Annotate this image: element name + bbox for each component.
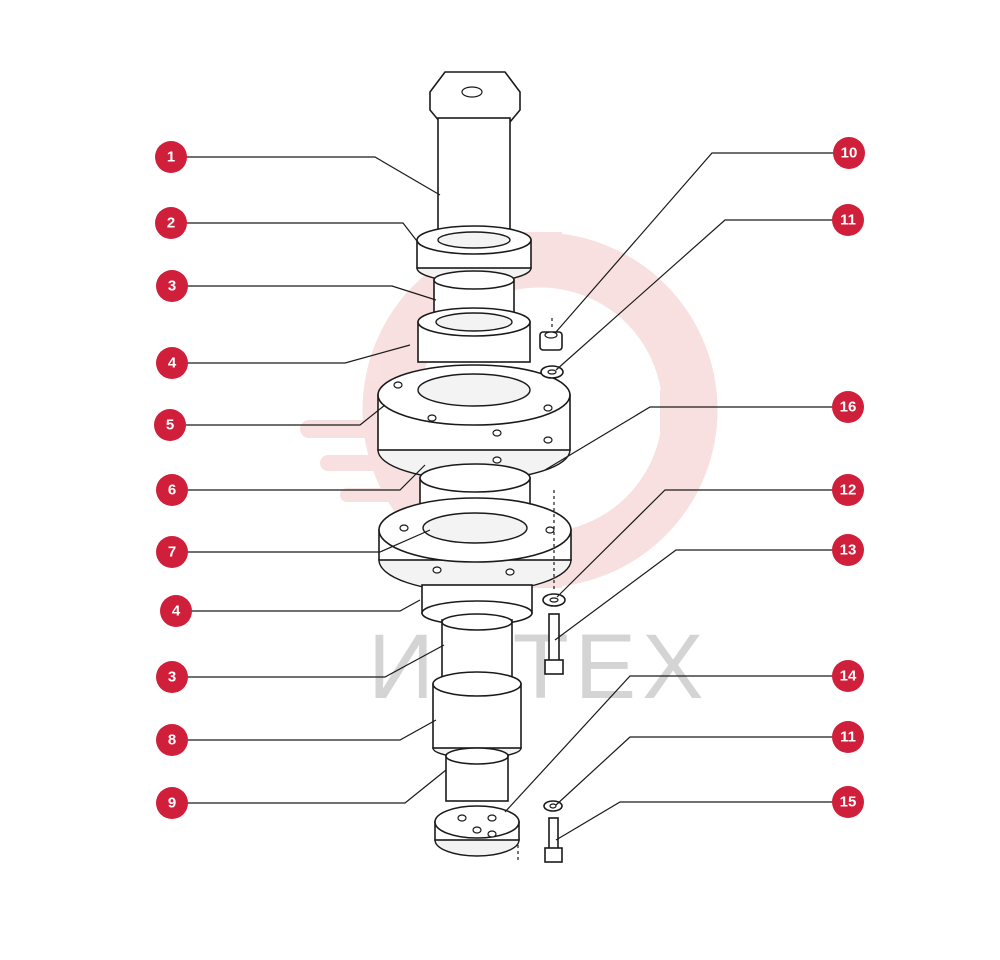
callout-label: 9 [168, 795, 176, 812]
part-bolt-15 [544, 817, 563, 863]
part-flange-upper [377, 364, 571, 481]
part-housing [432, 671, 522, 759]
callout-badge[interactable]: 15 [832, 786, 864, 818]
callout-badge[interactable]: 11 [832, 721, 864, 753]
callout-badge[interactable]: 9 [156, 787, 188, 819]
callout-badge[interactable]: 4 [160, 595, 192, 627]
callout-label: 13 [840, 542, 857, 559]
callout-label: 11 [840, 729, 856, 746]
callout-badge[interactable]: 2 [155, 207, 187, 239]
callout-badge[interactable]: 5 [154, 409, 186, 441]
callouts-right: 10 11 16 12 13 14 11 15 [832, 137, 865, 818]
part-nut-10 [539, 331, 563, 351]
callout-label: 10 [841, 145, 858, 162]
callout-badge[interactable]: 7 [156, 536, 188, 568]
part-washer-11-lower [543, 800, 563, 812]
callout-label: 16 [840, 399, 857, 416]
callout-label: 15 [840, 794, 857, 811]
callout-badge[interactable]: 4 [156, 347, 188, 379]
callout-badge[interactable]: 6 [156, 474, 188, 506]
part-bolt-13 [544, 613, 564, 675]
part-flange-lower [378, 497, 572, 593]
callout-badge[interactable]: 13 [832, 534, 864, 566]
callout-label: 1 [167, 149, 175, 166]
callout-badge[interactable]: 3 [156, 270, 188, 302]
flange-holes-upper [393, 381, 553, 464]
leader-lines-right [504, 152, 835, 841]
callouts-left: 1 2 3 4 5 6 7 4 3 8 9 [154, 141, 192, 819]
part-washer-12 [542, 593, 566, 607]
callout-label: 7 [168, 544, 176, 561]
callout-label: 6 [168, 482, 176, 499]
callout-label: 3 [168, 669, 176, 686]
flange-holes-lower [399, 524, 555, 576]
callout-label: 4 [172, 603, 181, 620]
callout-badge[interactable]: 3 [156, 661, 188, 693]
part-washer-11-upper [540, 365, 564, 379]
callout-label: 4 [168, 355, 177, 372]
callout-badge[interactable]: 10 [833, 137, 865, 169]
callout-label: 12 [840, 482, 857, 499]
callout-badge[interactable]: 1 [155, 141, 187, 173]
callout-badge[interactable]: 14 [832, 660, 864, 692]
callout-badge[interactable]: 8 [156, 724, 188, 756]
callout-label: 3 [168, 278, 176, 295]
callout-badge[interactable]: 12 [832, 474, 864, 506]
callout-label: 2 [167, 215, 175, 232]
callout-badge[interactable]: 16 [832, 391, 864, 423]
callout-label: 5 [166, 417, 174, 434]
part-base-disc [434, 805, 520, 857]
callout-label: 14 [840, 668, 857, 685]
part-bearing-upper [417, 307, 531, 363]
shaft-assembly [377, 71, 572, 863]
watermark-text: ИНТЕХ [368, 616, 710, 718]
callout-label: 11 [840, 212, 856, 229]
part-neck [445, 747, 509, 802]
leader-lines-left [186, 156, 447, 804]
callout-badge[interactable]: 11 [832, 204, 864, 236]
callout-label: 8 [168, 732, 176, 749]
